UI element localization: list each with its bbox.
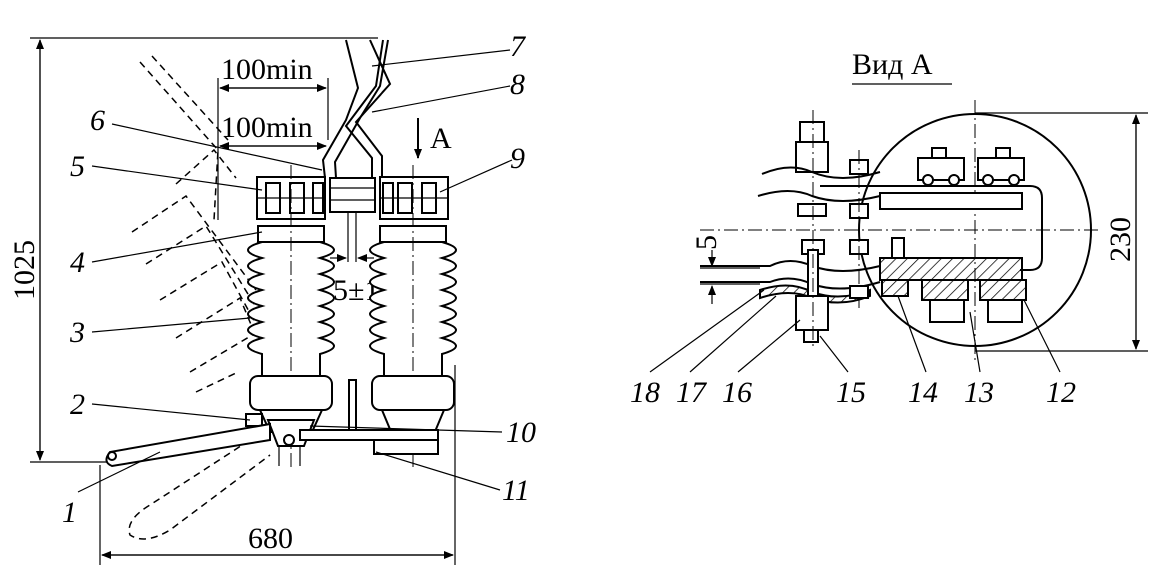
part-label-11: 11 (502, 474, 530, 507)
view-gap-value: 5 (690, 235, 723, 250)
part-label-5: 5 (70, 150, 85, 183)
part-label-6: 6 (90, 104, 105, 137)
bolt-block-13 (921, 279, 969, 301)
contact-gap: 5±1 (329, 177, 379, 307)
view-a-title: Вид А (852, 48, 933, 81)
part-label-7: 7 (510, 30, 527, 63)
part-label-10: 10 (506, 416, 536, 449)
part-label-15: 15 (836, 376, 866, 409)
leader-lines (77, 49, 513, 493)
main-view: 1025 680 100min 100min (8, 30, 536, 565)
part-label-4: 4 (70, 246, 85, 279)
part-label-9: 9 (510, 142, 525, 175)
part-label-18: 18 (630, 376, 660, 409)
hatched-bar (879, 257, 1023, 281)
view-height-dimension: 230 (975, 112, 1148, 352)
top-clamps (917, 147, 1025, 186)
right-terminal-block (379, 176, 449, 220)
part-label-16: 16 (722, 376, 752, 409)
contact-stack (700, 110, 881, 350)
view-a: Вид А 230 (630, 48, 1148, 409)
bolt-block-12 (979, 279, 1027, 301)
part-label-12: 12 (1046, 376, 1076, 409)
part-label-2: 2 (70, 388, 85, 421)
part-labels-view-a: 18 17 16 15 14 13 12 (630, 376, 1076, 409)
view-leader-lines (649, 289, 1061, 373)
right-insulator (369, 165, 457, 470)
part-labels-main: 1 2 3 4 5 6 7 8 9 10 11 (62, 30, 536, 529)
width-dimension: 680 (99, 365, 456, 565)
part-label-17: 17 (676, 376, 708, 409)
view-arrow: А (414, 118, 452, 159)
view-height-value: 230 (1104, 217, 1137, 262)
arc-horns (321, 39, 392, 179)
upper-bar (879, 192, 1023, 210)
drive-lever (105, 422, 271, 468)
height-value: 1025 (8, 240, 41, 300)
stop-post (348, 379, 357, 433)
part-label-3: 3 (69, 316, 85, 349)
view-gap-dimension: 5 (690, 235, 760, 304)
height-dimension: 1025 (8, 37, 378, 463)
gap-top-value: 100min (221, 53, 313, 86)
part-label-14: 14 (908, 376, 938, 409)
part-label-8: 8 (510, 68, 525, 101)
bent-conductor (820, 185, 1043, 271)
gap-bottom-value: 100min (221, 111, 313, 144)
part-label-13: 13 (964, 376, 994, 409)
gap-dimensions: 100min 100min (217, 53, 329, 220)
bolt-block-14 (881, 279, 909, 297)
part-label-1: 1 (62, 496, 77, 529)
width-value: 680 (248, 522, 293, 555)
open-position-outline (128, 55, 275, 540)
view-arrow-label: А (430, 122, 452, 155)
base-frame (245, 413, 439, 466)
